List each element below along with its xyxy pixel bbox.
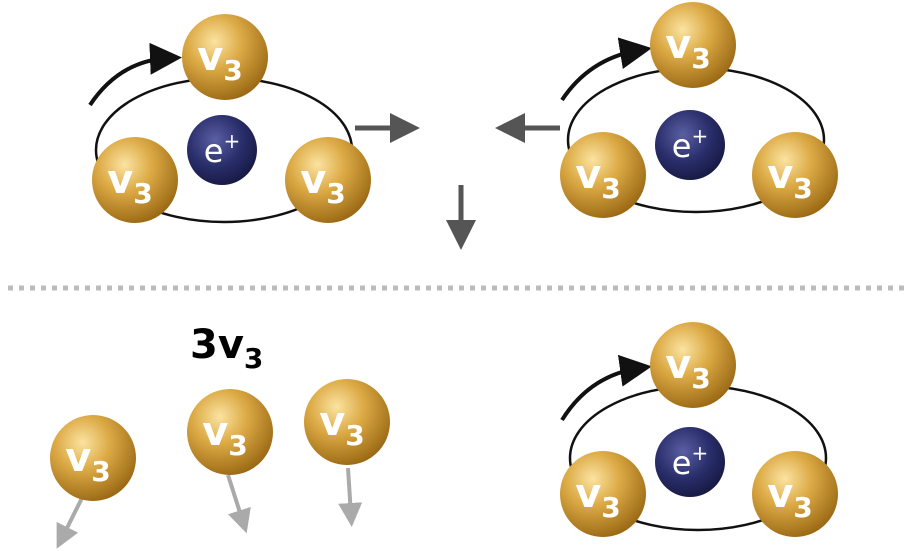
svg-text:v3: v3	[575, 152, 621, 205]
positron-charge: +	[691, 124, 708, 148]
particle-v3: v3	[650, 322, 736, 408]
svg-text:v3: v3	[65, 435, 111, 488]
particle-v3: v3	[50, 415, 136, 501]
svg-text:v3: v3	[767, 152, 813, 205]
particle-v3: v3	[285, 137, 371, 223]
particle-label: v	[197, 34, 223, 80]
particle-subscript: 3	[691, 362, 710, 395]
particle-label: v	[575, 152, 601, 198]
particle-subscript: 3	[133, 177, 152, 210]
motion-arrow	[56, 497, 84, 549]
svg-text:v3: v3	[202, 409, 248, 462]
particle-v3: v3	[752, 451, 838, 537]
rotation-arrow	[560, 37, 652, 102]
positron: e+	[655, 110, 725, 180]
particle-label: v	[107, 157, 133, 203]
particle-label: v	[665, 22, 691, 68]
positron: e+	[187, 115, 257, 185]
particle-subscript: 3	[793, 172, 812, 205]
free-count-label: 3v3	[190, 322, 263, 375]
svg-text:v3: v3	[767, 471, 813, 524]
particle-v3: v3	[560, 451, 646, 537]
positron: e+	[655, 427, 725, 497]
positron-label: e	[672, 127, 692, 165]
particle-label: v	[202, 409, 228, 455]
svg-text:e+: e+	[672, 124, 708, 165]
particle-subscript: 3	[691, 42, 710, 75]
particle-subscript: 3	[601, 172, 620, 205]
svg-text:v3: v3	[300, 157, 346, 210]
svg-text:v3: v3	[665, 342, 711, 395]
particle-subscript: 3	[601, 491, 620, 524]
particle-label: v	[665, 342, 691, 388]
particle-subscript: 3	[793, 491, 812, 524]
particle-subscript: 3	[223, 54, 242, 87]
positron-label: e	[672, 444, 692, 482]
svg-text:e+: e+	[672, 441, 708, 482]
particle-v3: v3	[560, 132, 646, 218]
particle-v3: v3	[650, 2, 736, 88]
particle-label: v	[319, 399, 345, 445]
particle-label: v	[65, 435, 91, 481]
svg-text:v3: v3	[319, 399, 365, 452]
particle-label: v	[300, 157, 326, 203]
svg-text:v3: v3	[665, 22, 711, 75]
positron-label: e	[204, 132, 224, 170]
particle-subscript: 3	[326, 177, 345, 210]
svg-text:v3: v3	[197, 34, 243, 87]
positron-charge: +	[691, 441, 708, 465]
particle-subscript: 3	[91, 455, 110, 488]
particle-v3: v3	[187, 389, 273, 475]
svg-text:v3: v3	[107, 157, 153, 210]
motion-arrow	[338, 467, 363, 527]
particle-label: v	[767, 471, 793, 517]
particle-subscript: 3	[228, 429, 247, 462]
free-particles-group: 3v3 v3 v3 v3	[50, 322, 390, 549]
rotation-arrow	[88, 42, 182, 107]
cluster-top-right: e+ v3 v3 v3	[560, 2, 838, 218]
svg-text:v3: v3	[575, 471, 621, 524]
particle-v3: v3	[92, 137, 178, 223]
motion-arrow	[226, 474, 251, 534]
particle-label: v	[575, 471, 601, 517]
positron-charge: +	[223, 129, 240, 153]
particle-v3: v3	[752, 132, 838, 218]
particle-label: v	[767, 152, 793, 198]
particle-v3: v3	[304, 379, 390, 465]
rotation-arrow	[560, 354, 652, 422]
particle-v3: v3	[182, 14, 268, 100]
svg-text:e+: e+	[204, 129, 240, 170]
cluster-bottom-right: e+ v3 v3 v3	[560, 322, 838, 537]
particle-subscript: 3	[345, 419, 364, 452]
cluster-top-left: e+ v3 v3 v3	[88, 14, 371, 224]
